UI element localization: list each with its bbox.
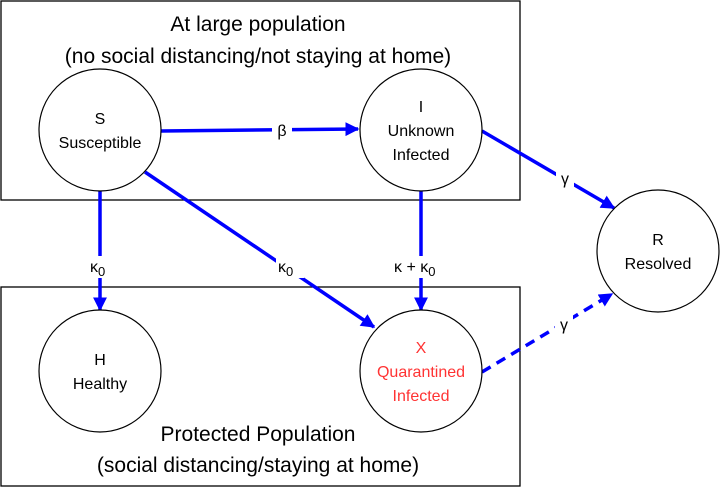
edge-label-bg-kappa0-diag — [276, 256, 304, 278]
at-large-title: At large population — [170, 13, 345, 36]
edge-label-bg-gamma-1 — [556, 168, 574, 188]
edge-label-bg-kappa-sum — [392, 256, 450, 278]
edge-label-bg-gamma-2 — [555, 314, 573, 334]
node-resolved: R Resolved — [596, 189, 720, 313]
edge-s-to-i — [160, 122, 360, 137]
edge-label-beta: β — [277, 123, 286, 140]
kappa-symbol: κ — [90, 259, 99, 276]
node-symbol: X — [416, 340, 427, 357]
node-circle — [38, 309, 162, 433]
edge-label-gamma-1: γ — [561, 171, 569, 188]
node-circle — [359, 68, 483, 192]
node-unknown-infected: I Unknown Infected — [359, 68, 483, 192]
node-circle — [359, 309, 483, 433]
edge-label-kappa-sum: κ + κ0 — [394, 259, 435, 279]
edge-i-to-r — [481, 129, 616, 210]
node-symbol: H — [94, 352, 106, 369]
node-name-line1: Quarantined — [377, 364, 465, 381]
kappa-sum-symbol: κ + κ — [394, 259, 429, 276]
kappa-subscript: 0 — [428, 264, 435, 279]
node-symbol: R — [652, 232, 664, 249]
at-large-population-box — [0, 0, 521, 201]
edge-x-to-r — [481, 292, 614, 374]
node-circle — [38, 68, 162, 192]
kappa-subscript: 0 — [286, 264, 293, 279]
kappa-subscript: 0 — [98, 264, 105, 279]
node-healthy: H Healthy — [38, 309, 162, 433]
edge-label-gamma-2: γ — [560, 317, 568, 334]
node-name: Resolved — [625, 256, 692, 273]
edge-s-to-x — [144, 170, 376, 329]
node-name-line2: Infected — [393, 388, 450, 405]
node-quarantined-infected: X Quarantined Infected — [359, 309, 483, 433]
edge-label-kappa0-left: κ0 — [90, 259, 105, 279]
node-name-line2: Infected — [393, 147, 450, 164]
node-symbol: S — [95, 111, 106, 128]
node-symbol: I — [419, 99, 423, 116]
kappa-symbol: κ — [278, 259, 287, 276]
protected-subtitle: (social distancing/staying at home) — [97, 454, 419, 477]
node-name: Susceptible — [59, 135, 142, 152]
edge-label-bg-kappa0-left — [88, 256, 116, 278]
protected-population-box — [0, 286, 521, 487]
at-large-subtitle: (no social distancing/not staying at hom… — [65, 45, 451, 68]
node-name-line1: Unknown — [388, 123, 455, 140]
edge-label-kappa0-diag: κ0 — [278, 259, 293, 279]
protected-title: Protected Population — [161, 423, 356, 446]
node-circle — [596, 189, 720, 313]
node-susceptible: S Susceptible — [38, 68, 162, 192]
edge-label-bg-beta — [272, 120, 292, 140]
node-name: Healthy — [73, 376, 127, 393]
